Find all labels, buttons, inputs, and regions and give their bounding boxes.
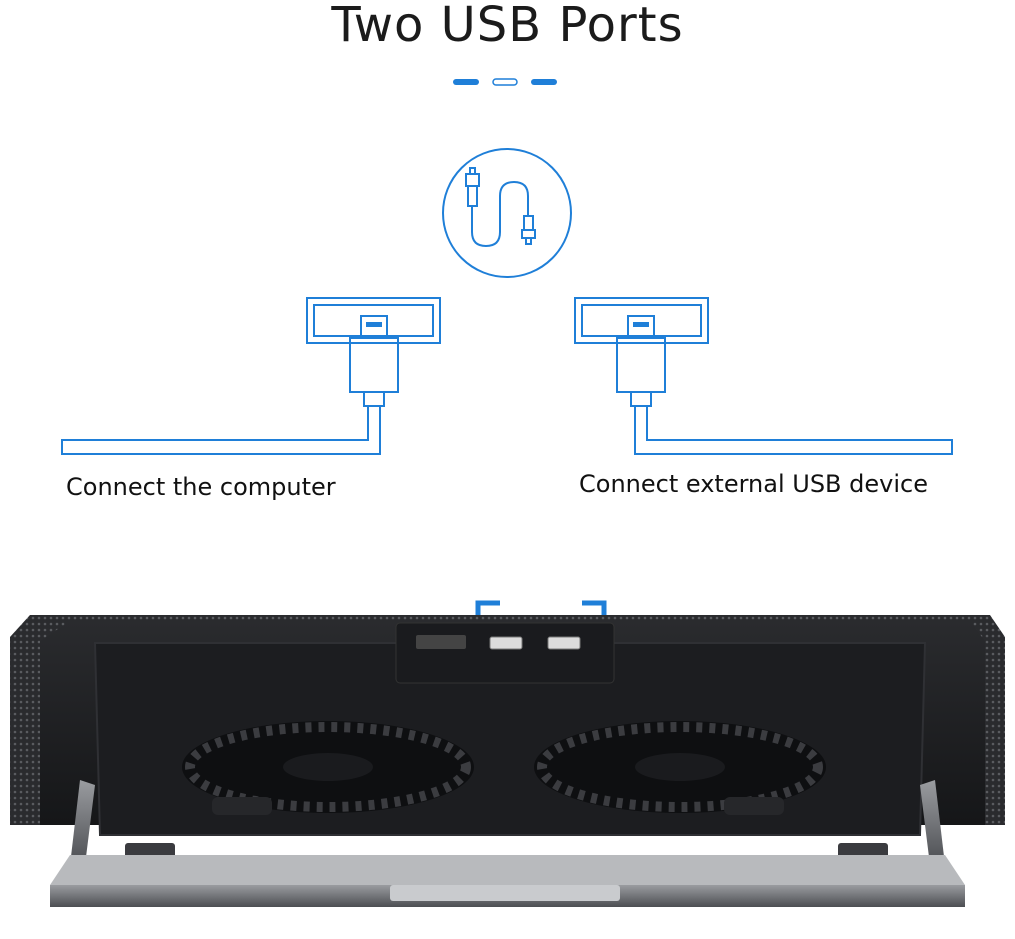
power-switch xyxy=(416,635,466,649)
title-divider-dots xyxy=(453,78,557,86)
usb-port-2 xyxy=(547,636,581,650)
connect-device-label: Connect external USB device xyxy=(579,470,928,498)
page-title: Two USB Ports xyxy=(331,0,684,53)
right-fan xyxy=(534,721,826,813)
laptop-cooling-pad-image xyxy=(10,600,1005,907)
connect-computer-label: Connect the computer xyxy=(66,473,336,501)
usb-port-1 xyxy=(489,636,523,650)
usb-cable-icon xyxy=(442,148,572,278)
left-fan xyxy=(182,721,474,813)
left-usb-port-icon xyxy=(61,297,441,455)
right-usb-port-icon xyxy=(574,297,953,455)
usb-diagram xyxy=(61,148,953,455)
